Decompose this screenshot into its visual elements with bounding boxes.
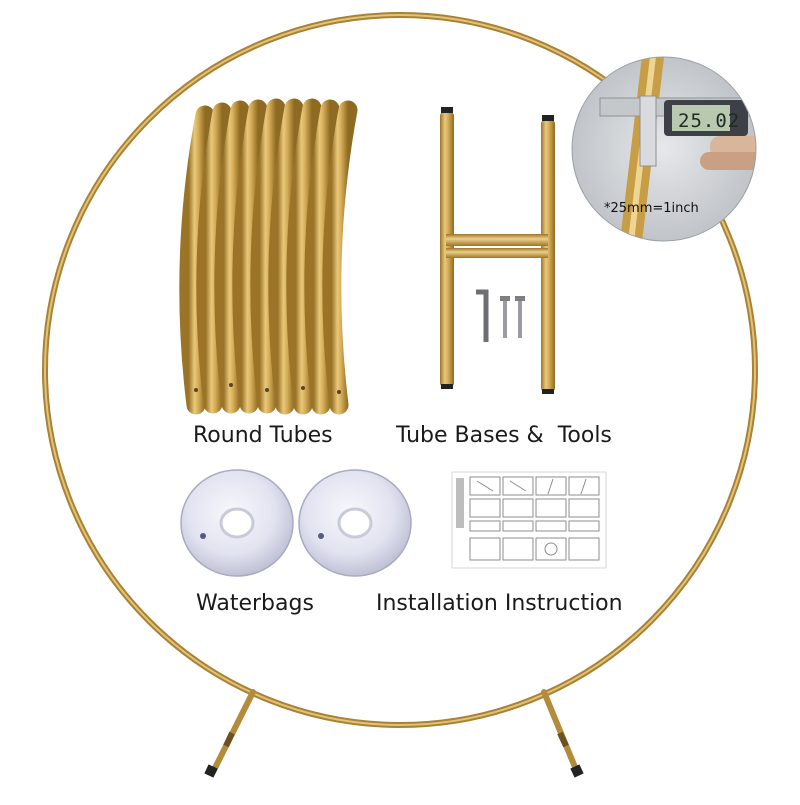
hoop-legs	[204, 689, 584, 778]
label-round-tubes: Round Tubes	[193, 423, 333, 448]
waterbag-right	[298, 469, 412, 577]
caliper-inset	[571, 56, 757, 242]
label-tube-bases: Tube Bases & Tools	[396, 423, 612, 448]
waterbag-left	[180, 469, 294, 577]
label-installation-instruction: Installation Instruction	[376, 591, 623, 616]
scale-note: *25mm=1inch	[604, 201, 699, 216]
label-waterbags: Waterbags	[196, 591, 314, 616]
caliper-reading: 25.02	[678, 110, 741, 132]
instruction-sheet	[451, 471, 607, 569]
tube-bases	[440, 107, 555, 394]
round-tubes-bundle	[179, 98, 358, 415]
tools	[476, 289, 525, 342]
hoop-frame	[42, 12, 758, 728]
